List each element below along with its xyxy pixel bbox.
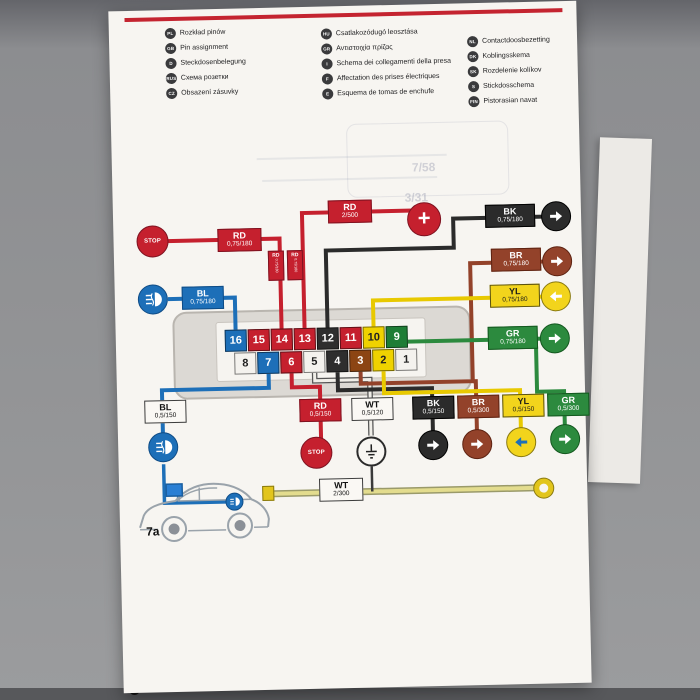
pin-7: 7	[257, 351, 280, 375]
arrow-left-icon	[515, 437, 528, 448]
pin-11: 11	[339, 326, 363, 350]
wire-label-br-05-300: BR 0,5/300	[457, 394, 500, 419]
wire-label-wt-05-120: WT 0,5/120	[351, 397, 394, 421]
pin-3: 3	[349, 349, 372, 373]
brown-circuit-indicator	[541, 245, 573, 277]
arrow-right-icon	[427, 440, 440, 451]
arrow-right-icon	[471, 439, 484, 450]
car-outline-icon	[139, 482, 270, 543]
ground-icon	[365, 444, 377, 459]
wire-label-rd-05-150: RD 0,5/150	[299, 398, 342, 423]
figure-reference: 7a	[145, 524, 160, 539]
pin-16: 16	[224, 329, 248, 352]
pin-1: 1	[395, 348, 418, 371]
pin-8: 8	[234, 352, 257, 375]
stop-label: STOP	[143, 238, 162, 245]
left-indicator-lamp	[540, 280, 572, 312]
ground-stem	[370, 466, 374, 492]
arrow-right-icon	[550, 211, 563, 222]
pin-15: 15	[247, 328, 271, 352]
wire-label-wt-2-300: WT 2/300	[318, 477, 364, 502]
wire-label-yl-05-150: YL 0,5/150	[502, 393, 545, 418]
black-circuit-indicator-2	[417, 429, 449, 461]
fog-light-icon	[145, 292, 162, 307]
table-shadow	[0, 688, 700, 700]
wire-label-br-075-180: BR 0,75/180	[490, 247, 542, 272]
ground-indicator	[356, 436, 387, 467]
red-wire-stop	[167, 236, 284, 334]
car-fog-lamp-marker	[225, 492, 244, 511]
pin-2: 2	[372, 349, 395, 372]
pin-5: 5	[303, 350, 326, 374]
wire-label-rd-2-500: RD 2/500	[327, 199, 373, 224]
wire-label-rd-075-180-v2: RD 0,75/180	[286, 250, 304, 281]
pin-6: 6	[280, 351, 303, 374]
wire-label-bk-05-150: BK 0,5/150	[412, 395, 455, 420]
pin-12: 12	[316, 327, 340, 350]
wire-label-rd-075-180-v1: RD 0,75/180	[267, 250, 285, 281]
pin-13: 13	[293, 327, 317, 351]
plus-label: +	[417, 204, 431, 230]
wire-label-yl-075-180: YL 0,75/180	[489, 283, 541, 308]
wire-label-bl-075-180: BL 0,75/180	[181, 285, 225, 310]
wire-label-gr-075-180: GR 0,75/180	[487, 325, 539, 350]
fog-light-icon	[156, 440, 173, 455]
instruction-page: PL Rozkład pinów GB Pin assignment D Ste…	[108, 0, 592, 694]
pin-10: 10	[362, 326, 386, 349]
wire-label-gr-05-300: GR 0,5/300	[547, 392, 590, 417]
arrow-right-icon	[548, 333, 561, 344]
arrow-left-icon	[549, 291, 562, 302]
brown-circuit-indicator-2	[461, 428, 493, 460]
black-wire-right	[323, 214, 550, 328]
fog-light-icon	[230, 497, 240, 506]
pin-14: 14	[270, 328, 294, 351]
fog-lamp-indicator	[137, 284, 169, 315]
car-module-highlight	[165, 483, 184, 497]
left-indicator-lamp-2	[505, 426, 537, 458]
pin-4: 4	[326, 350, 349, 373]
red-wire-plus	[299, 208, 424, 334]
wire-label-rd-075-180: RD 0,75/180	[217, 227, 262, 252]
arrow-right-icon	[551, 256, 564, 267]
right-indicator-lamp-2	[549, 423, 581, 455]
adjacent-page-edge	[587, 137, 653, 484]
car-sketch	[133, 463, 275, 561]
rear-fog-lamp-indicator	[147, 431, 179, 463]
pin-9: 9	[385, 325, 409, 349]
stop-label: STOP	[307, 449, 325, 456]
ground-wire	[269, 485, 544, 496]
black-circuit-indicator	[540, 200, 572, 232]
wire-label-bk-075-180: BK 0,75/180	[484, 203, 536, 228]
right-indicator-lamp	[539, 323, 571, 354]
wire-label-bl-05-150: BL 0,5/150	[144, 399, 187, 424]
arrow-right-icon	[559, 434, 572, 445]
